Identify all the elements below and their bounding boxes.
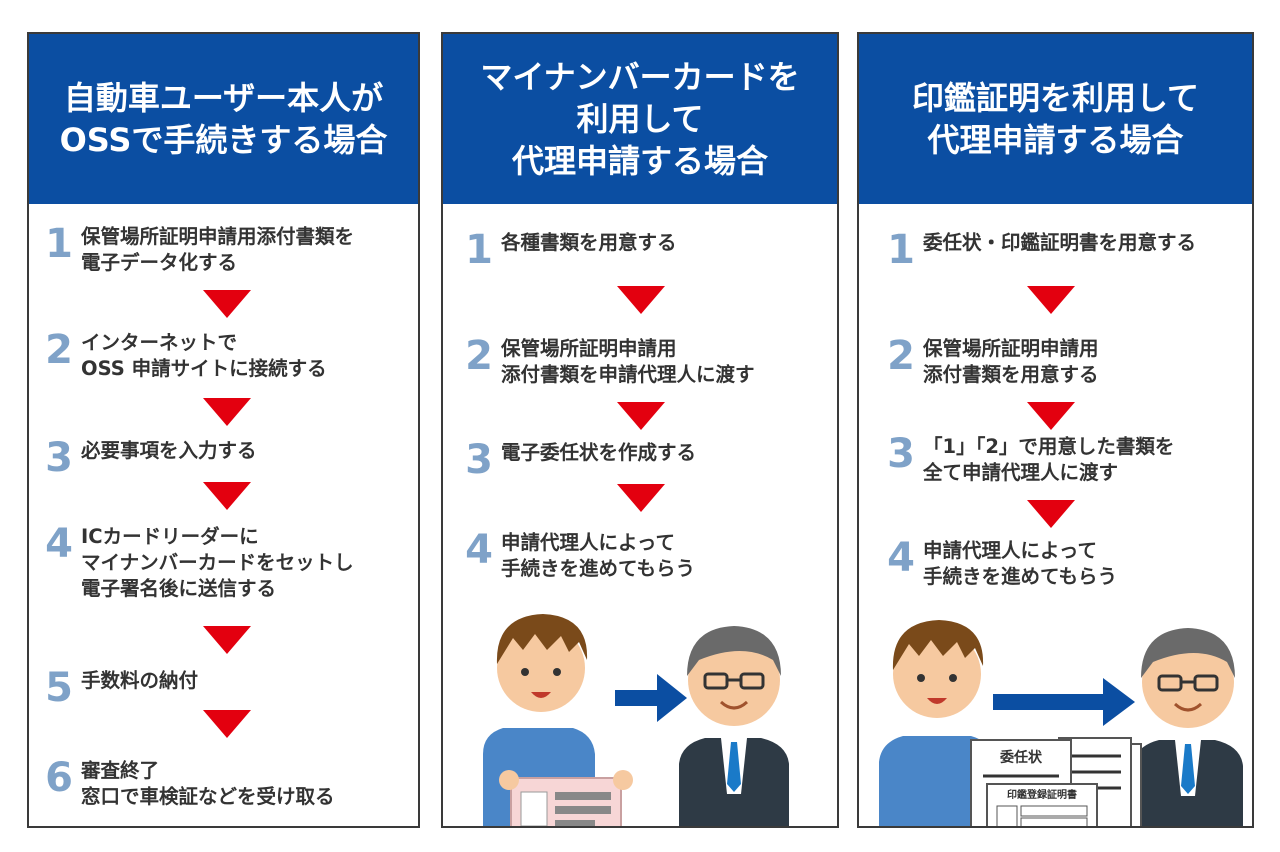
step-number: 5 <box>45 665 73 711</box>
step-text: 電子署名後に送信する <box>81 577 277 600</box>
step-text: 手数料の納付 <box>81 669 199 692</box>
step-number: 1 <box>45 221 73 267</box>
step-text: 各種書類を用意する <box>501 231 677 254</box>
step-text: 保管場所証明申請用添付書類を <box>81 225 355 248</box>
step-number: 3 <box>887 431 915 477</box>
handover-illustration <box>483 614 789 826</box>
step-text: 添付書類を申請代理人に渡す <box>501 363 755 386</box>
user-person-icon <box>879 620 995 826</box>
step-text: 電子委任状を作成する <box>501 441 697 464</box>
step-4: 4 申請代理人によって手続きを進めてもらう <box>885 538 1117 590</box>
step-number: 1 <box>887 227 915 273</box>
down-arrow-icon <box>1027 402 1075 430</box>
step-text: 手続きを進めてもらう <box>923 565 1118 588</box>
step-1: 1 各種書類を用意する <box>463 227 677 273</box>
step-text: OSS 申請サイトに接続する <box>81 357 327 380</box>
step-1: 1 委任状・印鑑証明書を用意する <box>885 230 1196 270</box>
step-text: 添付書類を用意する <box>923 363 1099 386</box>
down-arrow-icon <box>617 286 665 314</box>
right-arrow-icon <box>615 674 687 722</box>
agent-person-icon <box>679 626 789 826</box>
column-title-line: 自動車ユーザー本人が <box>63 79 384 117</box>
step-text: 必要事項を入力する <box>81 439 257 462</box>
step-5: 5 手数料の納付 <box>43 668 198 708</box>
column-mynumber-proxy: マイナンバーカードを 利用して 代理申請する場合 1 各種書類を用意する 2 保… <box>441 32 839 828</box>
column-title-line: 代理申請する場合 <box>511 142 768 180</box>
down-arrow-icon <box>1027 500 1075 528</box>
column-header: 自動車ユーザー本人が OSSで手続きする場合 <box>29 34 418 204</box>
column-self-oss: 自動車ユーザー本人が OSSで手続きする場合 1 保管場所証明申請用添付書類を電… <box>27 32 420 828</box>
step-1: 1 保管場所証明申請用添付書類を電子データ化する <box>43 224 354 276</box>
step-text: 委任状・印鑑証明書を用意する <box>923 231 1197 254</box>
proxy-doc-label: 委任状 <box>999 749 1043 766</box>
step-text: 審査終了 <box>81 759 160 782</box>
column-seal-proxy: 印鑑証明を利用して 代理申請する場合 1 委任状・印鑑証明書を用意する 2 保管… <box>857 32 1254 828</box>
step-3: 3 必要事項を入力する <box>43 435 257 481</box>
step-text: 保管場所証明申請用 <box>923 337 1099 360</box>
step-3: 3 電子委任状を作成する <box>463 440 696 480</box>
step-text: 「1」「2」で用意した書類を <box>923 435 1175 458</box>
down-arrow-icon <box>203 710 251 738</box>
step-text: ICカードリーダーに <box>81 525 259 548</box>
step-text: 申請代理人によって <box>923 539 1097 562</box>
step-number: 2 <box>45 327 73 373</box>
step-number: 4 <box>887 535 915 581</box>
document-handover-illustration: 委任状 印鑑登録証明書 <box>879 620 1243 826</box>
down-arrow-icon <box>203 290 251 318</box>
step-text: 電子データ化する <box>81 251 238 274</box>
step-text: 保管場所証明申請用 <box>501 337 677 360</box>
step-text: 申請代理人によって <box>501 531 675 554</box>
step-text: マイナンバーカードをセットし <box>81 551 354 574</box>
step-4: 4 ICカードリーダーにマイナンバーカードをセットし電子署名後に送信する <box>43 524 354 602</box>
step-2: 2 インターネットで OSS 申請サイトに接続する <box>43 330 327 382</box>
step-3: 3 「1」「2」で用意した書類を全て申請代理人に渡す <box>885 434 1174 486</box>
step-number: 3 <box>45 435 73 481</box>
step-2: 2 保管場所証明申請用添付書類を用意する <box>885 333 1099 388</box>
step-number: 4 <box>45 521 73 567</box>
down-arrow-icon <box>203 482 251 510</box>
down-arrow-icon <box>617 402 665 430</box>
step-number: 2 <box>465 333 493 379</box>
down-arrow-icon <box>203 626 251 654</box>
column-title-line: 代理申請する場合 <box>927 121 1184 159</box>
down-arrow-icon <box>617 484 665 512</box>
seal-doc-label: 印鑑登録証明書 <box>1007 788 1077 801</box>
column-title-line: 印鑑証明を利用して <box>911 79 1200 117</box>
column-title-line: マイナンバーカードを <box>480 58 800 96</box>
step-number: 3 <box>465 437 493 483</box>
column-title-line: OSSで手続きする場合 <box>59 121 388 159</box>
column-title-line: 利用して <box>576 100 704 138</box>
down-arrow-icon <box>203 398 251 426</box>
step-text: 手続きを進めてもらう <box>501 557 696 580</box>
step-number: 6 <box>45 755 73 801</box>
step-text: 窓口で車検証などを受け取る <box>81 785 335 808</box>
documents-icon: 委任状 印鑑登録証明書 <box>970 737 1142 826</box>
step-text: 全て申請代理人に渡す <box>923 461 1119 484</box>
step-number: 2 <box>887 333 915 379</box>
step-4: 4 申請代理人によって手続きを進めてもらう <box>463 530 695 582</box>
step-6: 6 審査終了窓口で車検証などを受け取る <box>43 755 335 810</box>
agent-person-icon <box>1133 628 1243 826</box>
right-arrow-icon <box>993 678 1135 726</box>
step-number: 4 <box>465 527 493 573</box>
down-arrow-icon <box>1027 286 1075 314</box>
mynumber-card-icon <box>499 770 633 826</box>
step-number: 1 <box>465 227 493 273</box>
column-header: 印鑑証明を利用して 代理申請する場合 <box>859 34 1252 204</box>
column-header: マイナンバーカードを 利用して 代理申請する場合 <box>443 34 837 204</box>
step-text: インターネットで <box>81 331 238 354</box>
step-2: 2 保管場所証明申請用添付書類を申請代理人に渡す <box>463 333 755 388</box>
